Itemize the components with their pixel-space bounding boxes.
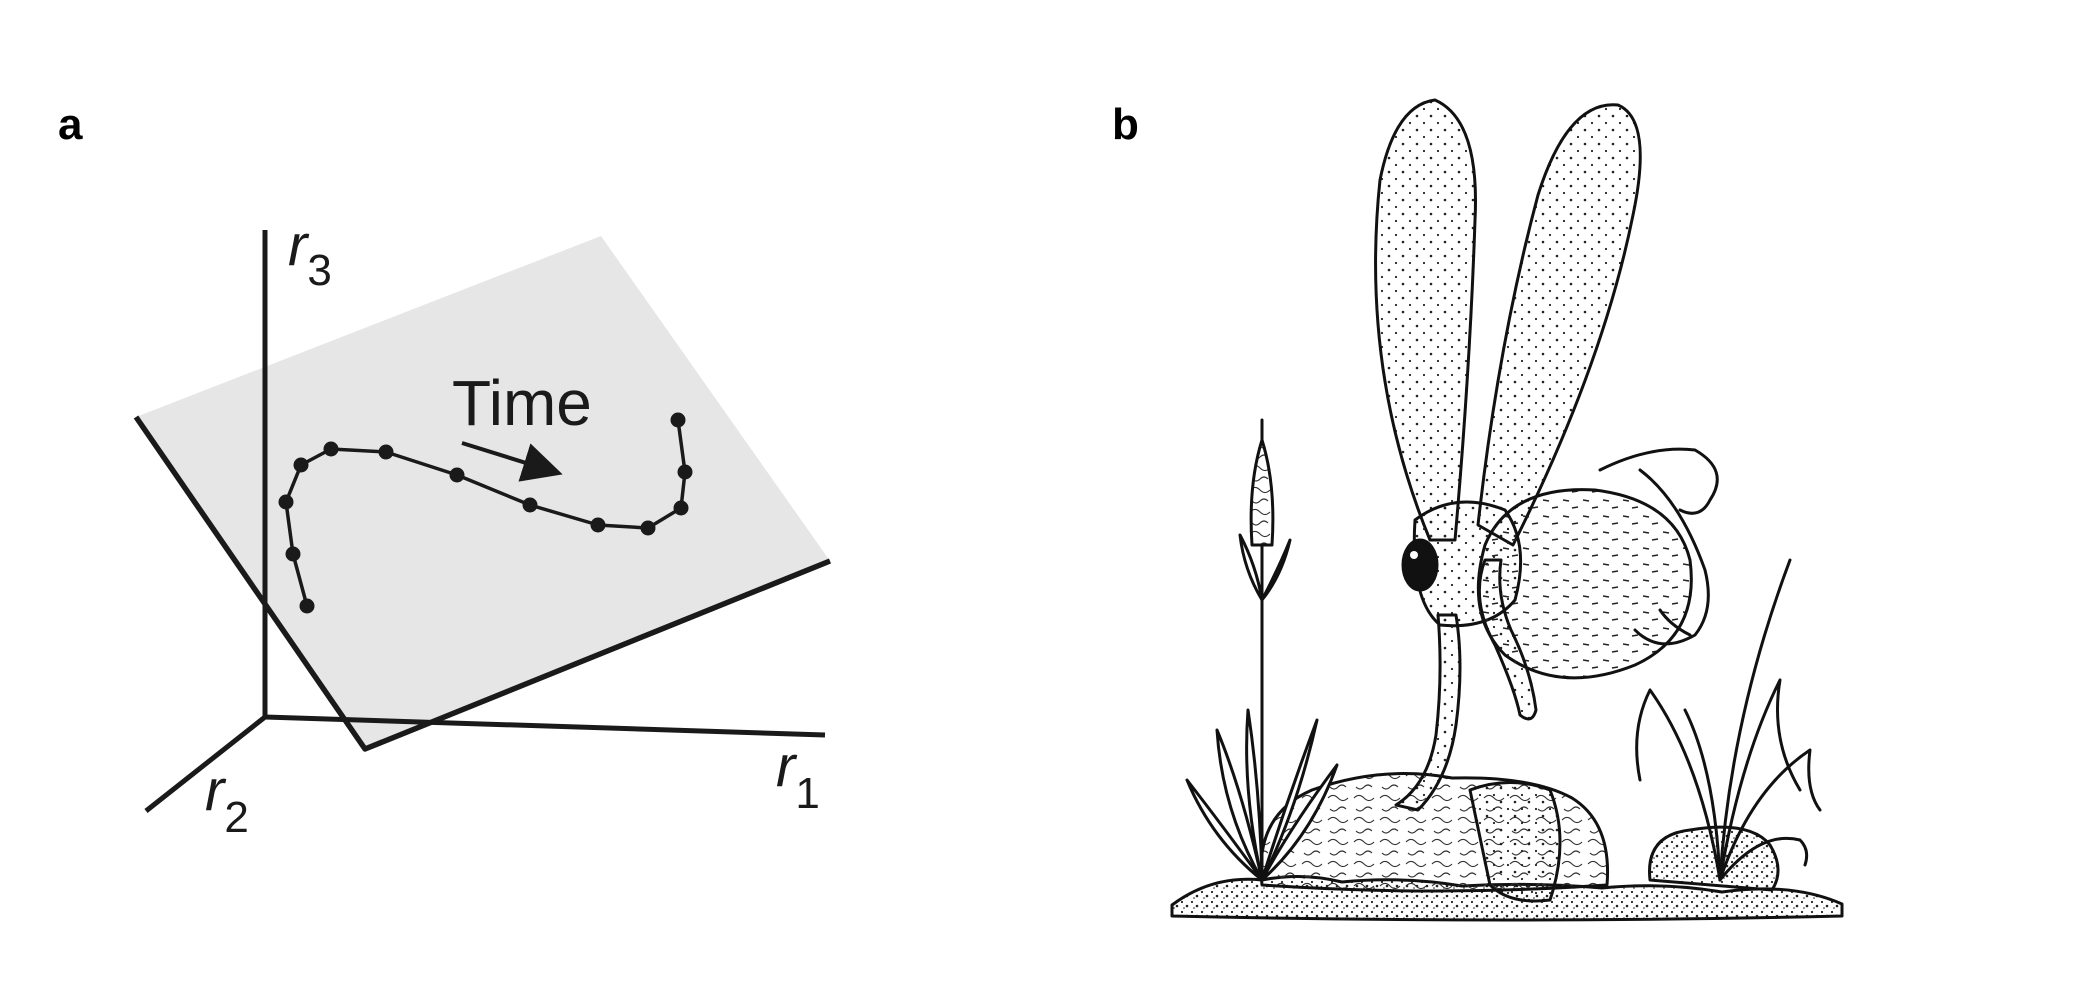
trajectory-point: [590, 517, 606, 533]
front-leg: [1394, 613, 1462, 812]
projection-plane: [136, 236, 830, 749]
left-ear: [1374, 98, 1477, 542]
axis-r1-label: r1: [776, 734, 820, 818]
panel-a-label: a: [58, 100, 83, 149]
right-ear: [1476, 103, 1642, 547]
creature-illustration: [1170, 98, 1844, 922]
axis-r3-label: r3: [288, 213, 332, 295]
axis-r2-label: r2: [205, 758, 249, 842]
trajectory-point: [293, 457, 309, 473]
eye: [1401, 538, 1439, 592]
panel-b-label: b: [1112, 100, 1139, 149]
trajectory-point: [670, 412, 686, 428]
plane-edge: [133, 415, 832, 752]
trajectory-point: [323, 441, 339, 457]
trajectory-point: [285, 546, 301, 562]
trajectory-point: [522, 497, 538, 513]
cattail-plant: [1185, 418, 1339, 882]
trajectory-point: [278, 494, 294, 510]
trajectory-point: [299, 598, 315, 614]
axis-r2-line: [144, 715, 267, 813]
trajectory-point: [677, 464, 693, 480]
trajectory-points: [278, 412, 693, 614]
small-rock: [1648, 825, 1780, 892]
arm: [1477, 558, 1538, 721]
hind-leg: [1598, 447, 1719, 646]
trajectory-point: [640, 520, 656, 536]
trajectory-point: [378, 444, 394, 460]
trajectory-point: [673, 500, 689, 516]
time-arrow: [461, 441, 563, 482]
foot: [1468, 781, 1562, 903]
trajectory-point: [449, 467, 465, 483]
grass-tuft: [1635, 558, 1822, 882]
time-label: Time: [452, 367, 592, 439]
state-space-diagram: r3 r2 r1 Time: [133, 213, 832, 842]
axis-r1-line: [264, 714, 826, 738]
